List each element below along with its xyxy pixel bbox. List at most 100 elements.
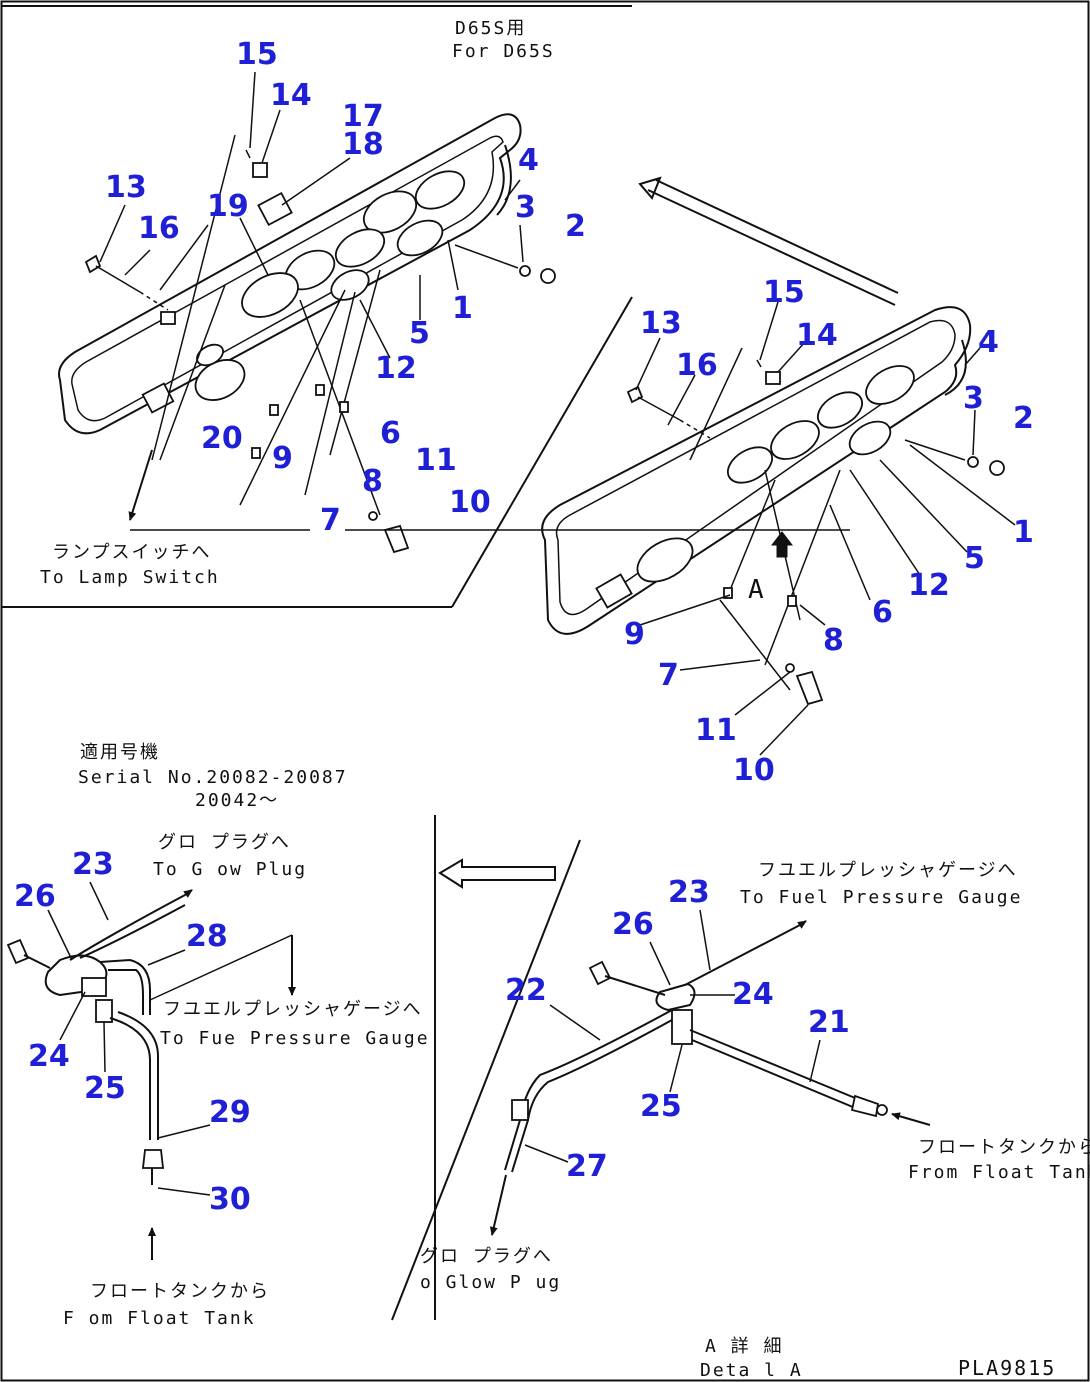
callout-tl-13: 13 <box>105 170 147 205</box>
cable-9 <box>727 479 776 596</box>
lamp-switch-arrow <box>128 449 153 521</box>
pipe-29-b <box>117 1011 159 1140</box>
leader-br-21 <box>809 1039 821 1083</box>
note-fuel-gauge-left-en: To Fue Pressure Gauge <box>160 1028 430 1049</box>
callout-tl-16: 16 <box>138 211 180 246</box>
leader-bl-28 <box>147 949 186 966</box>
callout-tr-2: 2 <box>1013 401 1034 436</box>
leader-br-22 <box>549 1004 601 1041</box>
top-left-leaders <box>99 71 524 461</box>
bottom-left-fuel-line <box>6 889 296 1260</box>
view-arrow-shaft-a <box>647 189 896 306</box>
bushing-14 <box>252 162 268 178</box>
leader-br-25 <box>669 1044 683 1093</box>
connector-20 <box>141 382 175 414</box>
lamp-wire <box>159 284 226 461</box>
top-left-panel-assembly <box>58 113 556 554</box>
callout-tr-14: 14 <box>796 318 838 353</box>
stud-1 <box>454 244 519 269</box>
clip-16 <box>160 311 176 325</box>
callout-tl-9: 9 <box>272 441 293 476</box>
fitting-21-cap <box>876 1104 888 1116</box>
leader-bl-29 <box>157 1124 211 1139</box>
bolt-10 <box>383 524 410 554</box>
callout-tr-8: 8 <box>823 623 844 658</box>
gauge-e <box>727 446 773 484</box>
pipe-23 <box>69 894 186 961</box>
nut-2 <box>540 268 556 284</box>
leader-bl-25 <box>103 1021 106 1073</box>
note-fuel-gauge-right-jp: フユエルプレッシャゲージへ <box>758 860 1018 881</box>
serial-label-jp: 適用号機 <box>80 742 160 763</box>
callout-bl-25: 25 <box>84 1071 126 1106</box>
fuel-gauge-arrow-right <box>797 920 807 929</box>
fuel-gauge-leader <box>149 934 293 1001</box>
detail-label-en: Deta l A <box>700 1360 803 1381</box>
top-right-panel-assembly <box>541 306 1005 706</box>
washer-3 <box>967 456 979 468</box>
note-fuel-gauge-left-jp: フユエルプレッシャゲージへ <box>163 999 423 1020</box>
washer-11 <box>785 663 795 673</box>
callout-tr-6: 6 <box>872 595 893 630</box>
gauge-c <box>334 228 386 268</box>
callout-tr-3: 3 <box>963 381 984 416</box>
view-a-arrow <box>770 531 794 558</box>
callout-tl-8: 8 <box>362 464 383 499</box>
fitting-24 <box>81 977 107 997</box>
bolt-10 <box>795 670 824 706</box>
callout-tl-10: 10 <box>449 485 491 520</box>
top-right-leaders <box>635 301 1016 756</box>
callout-br-24: 24 <box>732 977 774 1012</box>
banjo-26 <box>655 982 696 1012</box>
callout-tl-19: 19 <box>207 189 249 224</box>
serial-line-2: 20042～ <box>195 790 279 811</box>
cable-6 <box>329 269 381 456</box>
cable-9-end <box>251 447 261 459</box>
leader-bl-30 <box>157 1187 211 1196</box>
pipe-stub <box>604 975 666 996</box>
fitting-27 <box>511 1099 529 1121</box>
leader-bl-23 <box>89 881 109 921</box>
pipe-22-b <box>511 1019 673 1173</box>
gauge-a <box>362 190 418 234</box>
callout-br-25: 25 <box>640 1089 682 1124</box>
note-glow-plug-top-jp: グロ プラグへ <box>158 832 291 853</box>
serial-line-1: Serial No.20082-20087 <box>78 767 348 788</box>
callout-tl-14: 14 <box>270 78 312 113</box>
callout-tr-16: 16 <box>676 348 718 383</box>
gauge-b <box>817 391 863 429</box>
cable-9 <box>239 289 346 506</box>
bushing-14 <box>765 371 781 385</box>
note-float-tank-right-jp: フロートタンクから <box>918 1137 1090 1158</box>
pipe-23-b <box>79 904 186 959</box>
cable-8-sleeve <box>787 595 797 607</box>
cable-9-end <box>723 587 733 599</box>
callout-tr-5: 5 <box>964 541 985 576</box>
fitting-30 <box>141 1149 165 1169</box>
callout-br-21: 21 <box>808 1005 850 1040</box>
screw-13-head <box>626 385 644 404</box>
detail-label-jp: A 詳 細 <box>705 1336 784 1357</box>
callout-tr-9: 9 <box>624 617 645 652</box>
switch-i <box>196 343 224 367</box>
pipe-21 <box>689 1029 861 1101</box>
washer-11 <box>368 511 378 521</box>
note-fuel-gauge-right-en: To Fuel Pressure Gauge <box>740 887 1022 908</box>
note-float-tank-left-jp: フロートタンクから <box>90 1281 270 1302</box>
connector-end <box>6 938 30 965</box>
leader-bl-26 <box>47 909 73 961</box>
callout-tl-17: 17 <box>342 99 384 134</box>
pipe-23 <box>684 924 801 986</box>
panel-edge-4 <box>496 144 512 216</box>
gauge-a <box>865 365 915 405</box>
callout-tl-11: 11 <box>415 443 457 478</box>
bottom-right-fuel-line <box>489 920 931 1236</box>
note-glow-plug-bottom-jp: グロ プラグへ <box>420 1246 553 1267</box>
pipe-stub <box>23 954 51 969</box>
callout-tl-20: 20 <box>201 421 243 456</box>
gauge-g <box>330 269 370 301</box>
screw-13-head <box>84 254 102 274</box>
cable-6 <box>764 469 841 666</box>
